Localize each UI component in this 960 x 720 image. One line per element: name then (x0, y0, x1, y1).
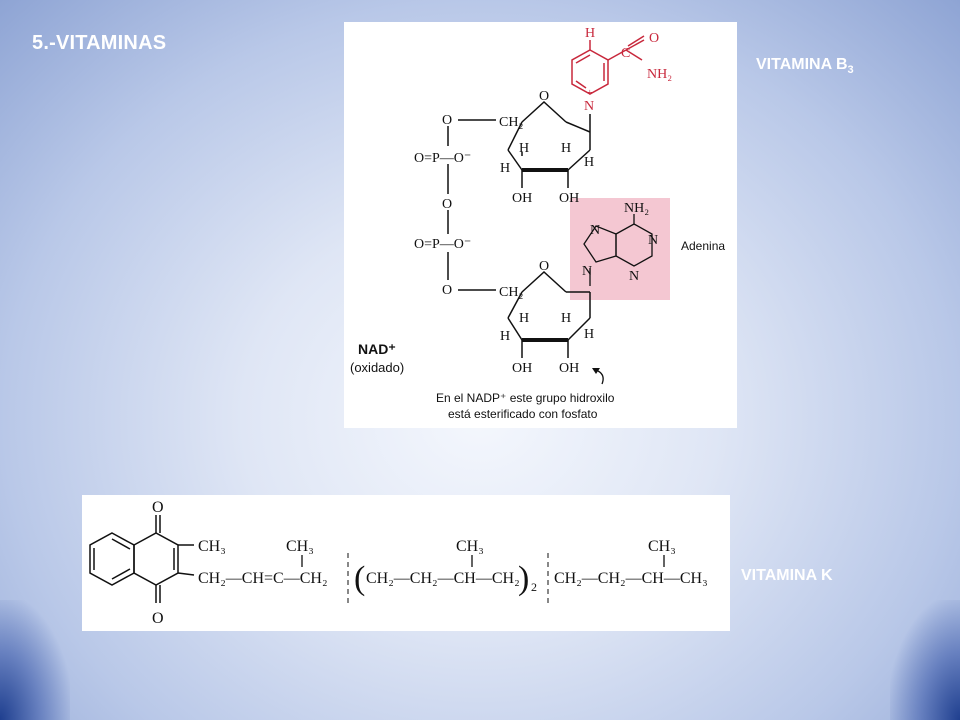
upper-linker-o: O (442, 113, 452, 128)
lower-ribose-ring-o: O (539, 259, 549, 274)
upper-ribose-ring-o: O (539, 89, 549, 104)
nicotinamide-nh2: NH₂ (647, 67, 672, 82)
lower-ribose-h1: H (500, 329, 510, 344)
slide-title: 5.-VITAMINAS (32, 32, 167, 54)
lower-ribose-h4: H (584, 327, 594, 342)
label-vitamin-b3: VITAMINA B3 (756, 56, 854, 77)
chain3-methyl: CH₃ (648, 538, 676, 555)
nad-note-line2: está esterificado con fosfato (448, 407, 598, 421)
chain-segment-2: CH₂—CH₂—CH—CH₂ (366, 570, 520, 587)
lower-ribose-oh2: OH (559, 361, 579, 376)
close-paren: ) (518, 560, 529, 597)
adenine-n4: N (629, 269, 639, 284)
nad-name: NAD⁺ (358, 341, 396, 357)
nicotinamide-plus: + (587, 88, 593, 99)
chain2-methyl: CH₃ (456, 538, 484, 555)
upper-ribose (507, 100, 591, 188)
bridge-o: O (442, 197, 452, 212)
adenine-n1: N (590, 223, 600, 238)
quinone-o-top: O (152, 499, 164, 516)
lower-ribose-h2: H (519, 311, 529, 326)
lower-ribose-oh1: OH (512, 361, 532, 376)
vitamin-k-diagram: O O CH₃ CH₂—CH=C—CH₂ CH₃ ( CH₂—CH₂—CH—CH… (89, 499, 708, 627)
lower-ribose (507, 270, 591, 358)
upper-ribose-h3: H (561, 141, 571, 156)
vitamin-k-structure-panel: O O CH₃ CH₂—CH=C—CH₂ CH₃ ( CH₂—CH₂—CH—CH… (82, 495, 730, 631)
naphthoquinone-rings (89, 515, 195, 603)
chain1-methyl: CH₃ (286, 538, 314, 555)
corner-decoration-left (0, 600, 70, 720)
upper-ribose-oh2: OH (559, 191, 579, 206)
upper-ribose-h1: H (500, 161, 510, 176)
nicotinamide-h: H (585, 26, 595, 41)
repeat-count: 2 (531, 580, 537, 594)
note-arrow-head (592, 368, 600, 374)
corner-decoration-right (890, 600, 960, 720)
upper-ch2: CH₂ (499, 115, 523, 130)
nad-state: (oxidado) (350, 360, 404, 375)
nicotinamide-c: C (621, 46, 630, 61)
adenine-n3: N (582, 264, 592, 279)
adenine-highlight (570, 198, 670, 300)
label-vitamin-k: VITAMINA K (741, 567, 833, 584)
adenine-ring (583, 214, 653, 286)
adenine-n2: N (648, 233, 658, 248)
upper-ribose-oh1: OH (512, 191, 532, 206)
upper-phosphate: O=P—O⁻ (414, 151, 471, 166)
chain-segment-1: CH₂—CH=C—CH₂ (198, 570, 328, 587)
adenine-label: Adenina (681, 239, 725, 253)
nicotinamide-o: O (649, 31, 659, 46)
nad-structure-diagram: H C O NH₂ N + O H H H (350, 26, 725, 421)
lower-phosphate: O=P—O⁻ (414, 237, 471, 252)
upper-ribose-h4: H (584, 155, 594, 170)
nad-note-line1: En el NADP⁺ este grupo hidroxilo (436, 391, 615, 405)
open-paren: ( (354, 560, 365, 597)
quinone-o-bottom: O (152, 610, 164, 627)
nicotinamide-ring (571, 35, 645, 95)
phosphate-backbone (447, 119, 496, 291)
lower-linker-o: O (442, 283, 452, 298)
lower-ribose-h3: H (561, 311, 571, 326)
lower-ch2: CH₂ (499, 285, 523, 300)
nad-structure-panel: H C O NH₂ N + O H H H (344, 22, 737, 428)
ring-methyl: CH₃ (198, 538, 226, 555)
chain-segment-3: CH₂—CH₂—CH—CH₃ (554, 570, 708, 587)
adenine-nh2: NH₂ (624, 201, 649, 216)
nicotinamide-n: N (584, 99, 594, 114)
upper-ribose-h2: H (519, 141, 529, 156)
